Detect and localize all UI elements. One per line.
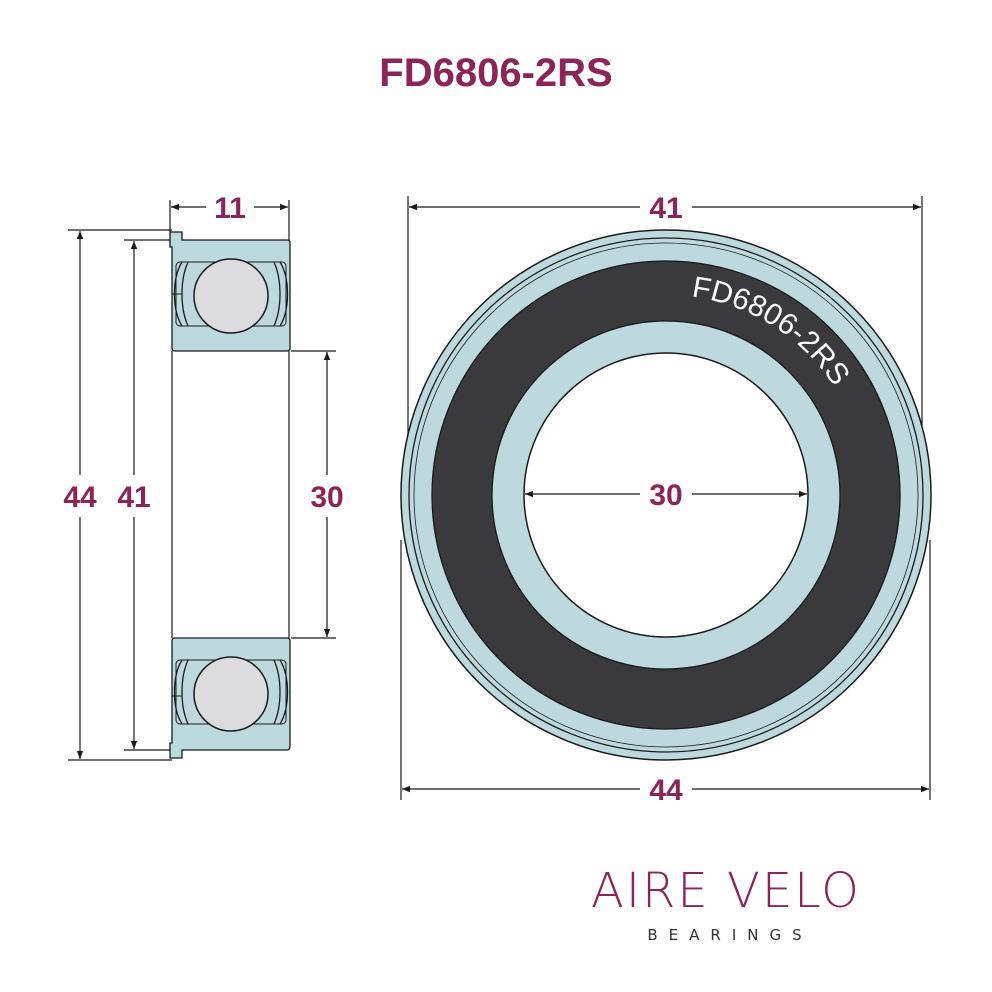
side-section-bottom [169,637,291,759]
bore [523,352,809,638]
front-flange-od-label: 44 [649,774,683,807]
front-bore-label: 30 [649,479,682,512]
brand-logo: AIRE VELO BEARINGS [591,863,861,944]
ball-top [193,258,269,334]
brand-subtitle: BEARINGS [647,926,812,944]
page-title: FD6806-2RS [379,51,612,95]
side-od-label: 41 [117,481,150,514]
front-view: FD6806-2RS 41 30 44 [400,192,932,807]
ball-bottom [193,656,269,732]
brand-name: AIRE VELO [591,863,861,919]
front-od-label: 41 [649,192,682,225]
side-flange-od-label: 44 [63,481,97,514]
side-view: 11 44 41 30 [63,192,344,761]
side-width-label: 11 [214,192,246,225]
side-section-top [169,231,291,352]
side-bore-label: 30 [310,481,343,514]
